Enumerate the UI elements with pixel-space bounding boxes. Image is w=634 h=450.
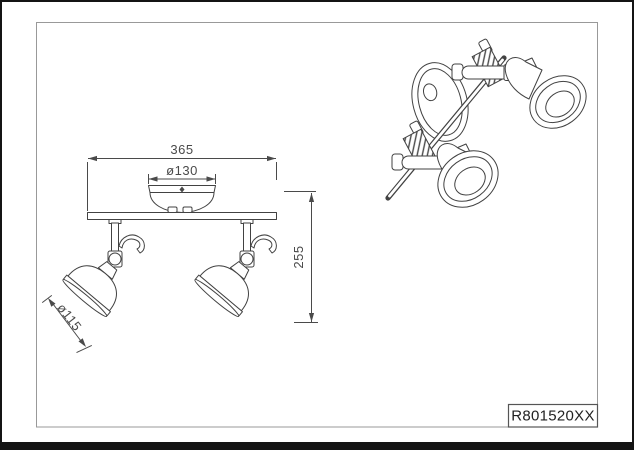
perspective-view	[385, 38, 587, 208]
mounting-rod	[385, 55, 507, 201]
dimension-canopy-diameter-label: ø130	[166, 163, 198, 178]
shade-reflector	[454, 166, 486, 196]
title-block: R801520XX	[507, 403, 599, 428]
product-code-label: R801520XX	[511, 408, 595, 425]
shade-rim-outer	[529, 75, 587, 129]
product-code-box	[507, 403, 599, 428]
outer-border-bottom-bar	[0, 442, 634, 450]
dimension-overall-width-label: 365	[170, 142, 193, 157]
dimension-canopy-diameter: ø130	[148, 163, 216, 184]
ceiling-canopy	[148, 185, 216, 213]
shade-dome	[504, 57, 543, 100]
shade-rim-inner	[535, 80, 581, 124]
canopy-dome	[149, 192, 215, 213]
perspective-spot-upper	[451, 38, 587, 129]
dimension-height: 255	[284, 191, 318, 323]
dimension-height-label: 255	[291, 245, 306, 268]
shade-reflector	[545, 90, 575, 118]
drawing-frame	[36, 22, 598, 428]
dimension-overall-width: 365	[87, 142, 277, 211]
arm-cap	[391, 153, 404, 171]
dimension-shade-diameter-label: ø115	[54, 301, 85, 334]
shade-rim-inner	[443, 156, 493, 202]
canopy-clip-left	[167, 206, 178, 213]
spot-left	[60, 219, 145, 320]
front-view	[60, 185, 277, 320]
canopy-clip-right	[182, 206, 193, 213]
arm-cap	[451, 63, 464, 81]
spot-right	[192, 219, 277, 320]
perspective-spot-lower	[391, 120, 499, 208]
disc-hub	[422, 83, 438, 102]
ceiling-bar	[87, 212, 277, 220]
dimension-shade-diameter: ø115	[41, 294, 93, 354]
canopy-screw	[179, 186, 185, 193]
